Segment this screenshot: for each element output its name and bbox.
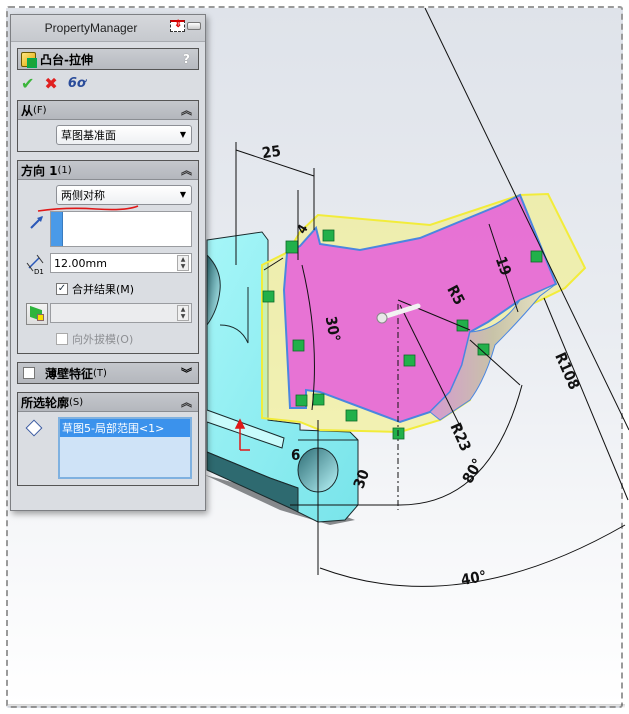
direction1-group-header[interactable]: 方向 1 (1) ︽ [18, 161, 198, 180]
merge-result-option[interactable]: ✓ 合并结果(M) [56, 281, 192, 297]
property-manager-title: PropertyManager [44, 21, 138, 35]
extrude-boss-icon [21, 51, 37, 68]
detailed-preview-button[interactable]: 6ơ [67, 75, 86, 91]
annotation-underline [37, 205, 139, 212]
selected-contours-shortcut: (S) [69, 396, 84, 408]
draft-angle-spinner[interactable]: ▲▼ [177, 305, 189, 321]
contour-list-item[interactable]: 草图5-局部范围<1> [60, 419, 190, 437]
depth-input[interactable]: 12.00mm ▲▼ [50, 253, 192, 273]
selection-color-swatch [51, 212, 63, 246]
svg-text:D1: D1 [34, 268, 44, 275]
draft-angle-input[interactable]: ▲▼ [50, 303, 192, 323]
selected-contours-header[interactable]: 所选轮廓 (S) ︽ [18, 393, 198, 412]
depth-spinner[interactable]: ▲▼ [177, 255, 189, 271]
thin-feature-header[interactable]: 薄壁特征 (T) ︾ [18, 363, 198, 383]
help-button[interactable]: ? [183, 52, 190, 66]
draft-outward-option[interactable]: 向外拔模(O) [56, 331, 192, 347]
merge-result-label: 合并结果(M) [72, 283, 135, 296]
selected-contours-group: 所选轮廓 (S) ︽ 草图5-局部范围<1> [17, 392, 199, 486]
pin-icon[interactable] [187, 22, 201, 30]
feature-name: 凸台-拉伸 [40, 52, 93, 67]
collapse-chevron-icon[interactable]: ︽ [181, 164, 192, 177]
direction1-group: 方向 1 (1) ︽ 两侧对称 ▼ D1 [17, 160, 199, 354]
draft-outward-checkbox[interactable] [56, 333, 68, 345]
selected-contours-list[interactable]: 草图5-局部范围<1> [58, 417, 192, 479]
frame-shadow [8, 704, 625, 708]
from-group-shortcut: (F) [33, 104, 47, 116]
direction-reference-field[interactable] [50, 211, 192, 247]
action-buttons: ✔ ✖ 6ơ [11, 70, 205, 93]
draft-outward-label: 向外拔模(O) [72, 333, 134, 346]
end-condition-value: 两侧对称 [61, 189, 105, 202]
from-start-condition-select[interactable]: 草图基准面 ▼ [56, 125, 192, 145]
property-manager-panel: PropertyManager 凸台-拉伸 ? ✔ ✖ 6ơ 从 (F) ︽ 草… [10, 14, 206, 511]
feature-header: 凸台-拉伸 ? [17, 48, 199, 70]
direction1-shortcut: (1) [57, 164, 72, 176]
depth-value: 12.00mm [54, 256, 107, 270]
collapse-chevron-icon[interactable]: ︽ [181, 396, 192, 409]
from-group: 从 (F) ︽ 草图基准面 ▼ [17, 100, 199, 152]
selected-contours-title: 所选轮廓 [21, 395, 70, 410]
collapse-chevron-icon[interactable]: ︽ [181, 104, 192, 117]
depth-d1-icon: D1 [24, 253, 50, 275]
draft-toggle-icon[interactable] [24, 303, 50, 325]
end-condition-select[interactable]: 两侧对称 ▼ [56, 185, 192, 205]
dim-6[interactable]: 6 [291, 446, 301, 464]
thin-feature-group: 薄壁特征 (T) ︾ [17, 362, 199, 384]
thin-feature-shortcut: (T) [93, 367, 107, 379]
thin-feature-checkbox[interactable] [23, 367, 35, 379]
from-group-header[interactable]: 从 (F) ︽ [18, 101, 198, 120]
direction1-title: 方向 1 [21, 163, 58, 178]
merge-result-checkbox[interactable]: ✓ [56, 283, 68, 295]
thin-feature-title: 薄壁特征 [45, 366, 94, 381]
expand-chevron-icon[interactable]: ︾ [181, 367, 192, 380]
from-group-title: 从 [21, 103, 34, 118]
from-selected-value: 草图基准面 [61, 129, 116, 142]
dim-25[interactable]: 25 [260, 141, 282, 163]
ok-button[interactable]: ✔ [21, 73, 35, 93]
property-manager-tab[interactable]: PropertyManager [11, 15, 205, 42]
dropdown-arrow-icon: ▼ [179, 130, 186, 139]
expand-panel-icon[interactable] [170, 19, 185, 32]
direction-arrow-icon[interactable] [24, 211, 50, 233]
cancel-button[interactable]: ✖ [44, 73, 58, 93]
contour-selection-icon [25, 419, 43, 437]
dropdown-arrow-icon: ▼ [179, 190, 186, 199]
